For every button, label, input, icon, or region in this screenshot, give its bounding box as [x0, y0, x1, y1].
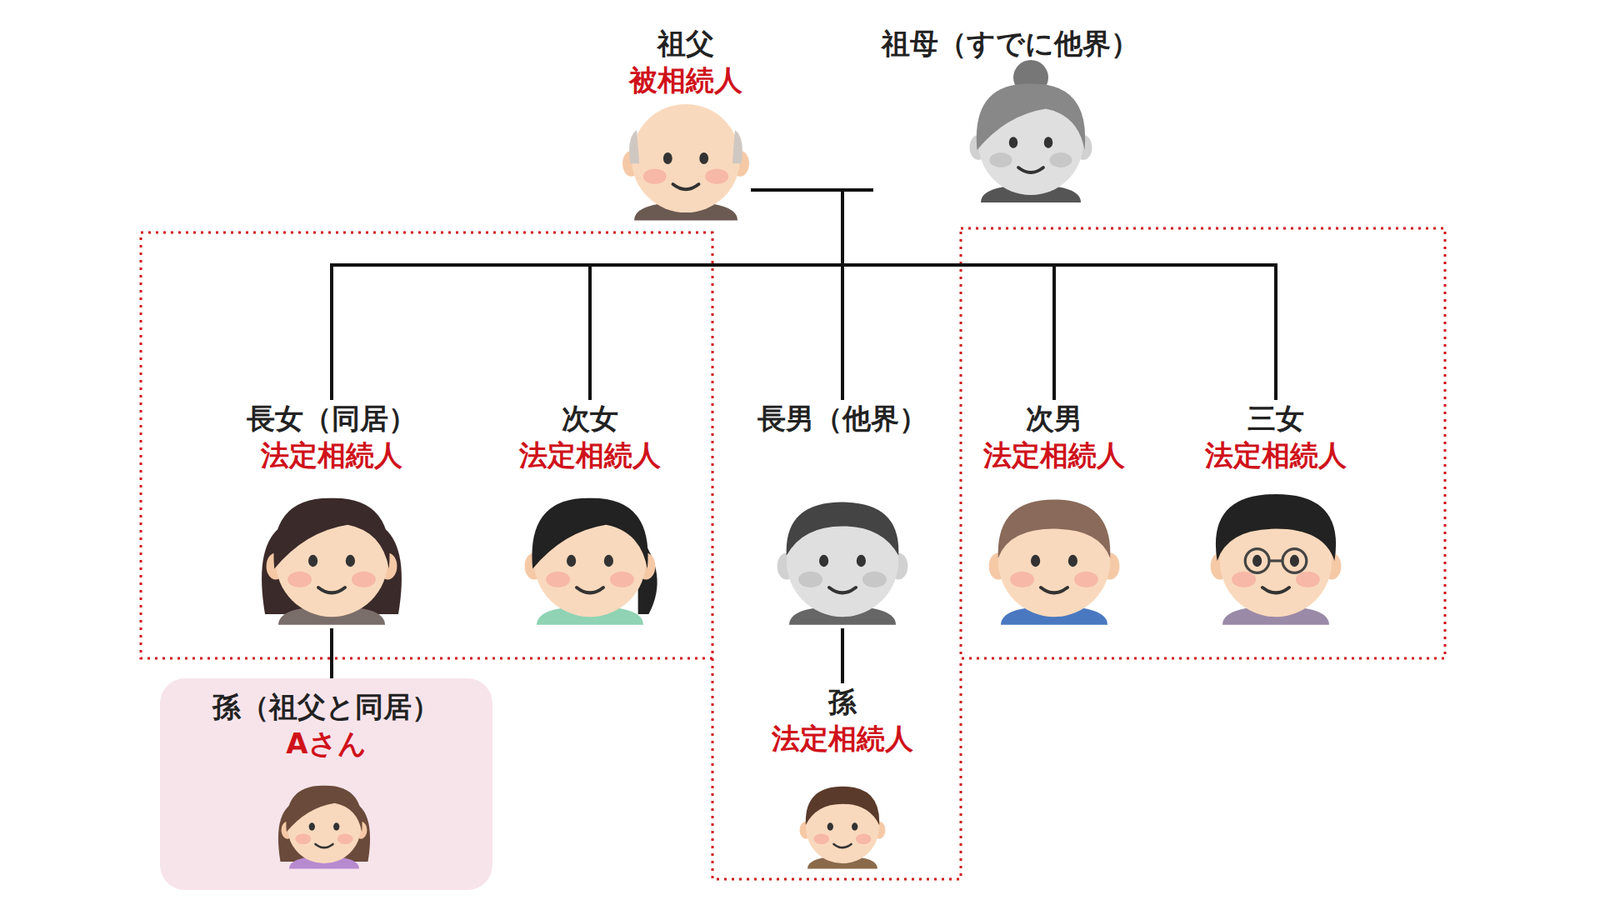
person-name: 次男: [1025, 400, 1083, 437]
family-line: [330, 628, 334, 679]
person-name: 孫（祖父と同居）: [212, 688, 440, 725]
grandson-icon: [800, 786, 886, 870]
heir-label: 法定相続人: [983, 436, 1125, 474]
person-name: 三女: [1247, 400, 1305, 437]
eldest-daughter-icon: [261, 498, 402, 625]
family-line: [840, 628, 845, 684]
heir-label: 法定相続人: [1205, 436, 1347, 474]
family-line: [842, 190, 1276, 400]
person-node: 長女（同居）法定相続人: [238, 400, 425, 629]
third-daughter-icon: [1210, 494, 1342, 625]
person-name: 長男（他界）: [757, 400, 928, 437]
heir-label: Aさん: [285, 725, 366, 762]
family-line: [750, 190, 1276, 400]
eldest-son-icon: [777, 502, 909, 625]
person-name: 長女（同居）: [246, 400, 417, 437]
highlight-box: 孫（祖父と同居）Aさん: [160, 678, 493, 890]
person-node: 長男（他界）: [749, 400, 936, 629]
family-line: [842, 190, 1055, 400]
family-line: [331, 190, 843, 400]
heir-label: 法定相続人: [771, 720, 914, 757]
person-node: 祖母（すでに他界）: [873, 25, 1148, 213]
person-name: 祖父: [657, 25, 715, 62]
grandfather-icon: [622, 104, 750, 221]
person-node: 孫法定相続人: [763, 683, 922, 871]
family-line: [842, 190, 874, 400]
person-name: 次女: [561, 400, 619, 437]
person-node: 祖父被相続人: [620, 25, 751, 221]
person-node: 三女法定相続人: [1196, 400, 1355, 629]
heir-label: 被相続人: [629, 61, 743, 99]
person-name: 祖母（すでに他界）: [881, 25, 1140, 62]
family-line: [750, 188, 874, 192]
second-daughter-icon: [525, 498, 658, 625]
family-line: [590, 190, 843, 400]
family-line: [331, 190, 874, 400]
person-node: 次男法定相続人: [975, 400, 1134, 629]
family-line: [590, 190, 874, 400]
person-node: 次女法定相続人: [510, 400, 670, 629]
family-line: [750, 190, 1055, 400]
second-son-icon: [989, 499, 1120, 625]
person-name: 孫: [828, 683, 857, 720]
heir-label: 法定相続人: [260, 436, 403, 474]
grandmother-icon: [970, 60, 1093, 203]
family-line: [750, 190, 843, 400]
heir-label: 法定相続人: [519, 436, 661, 474]
